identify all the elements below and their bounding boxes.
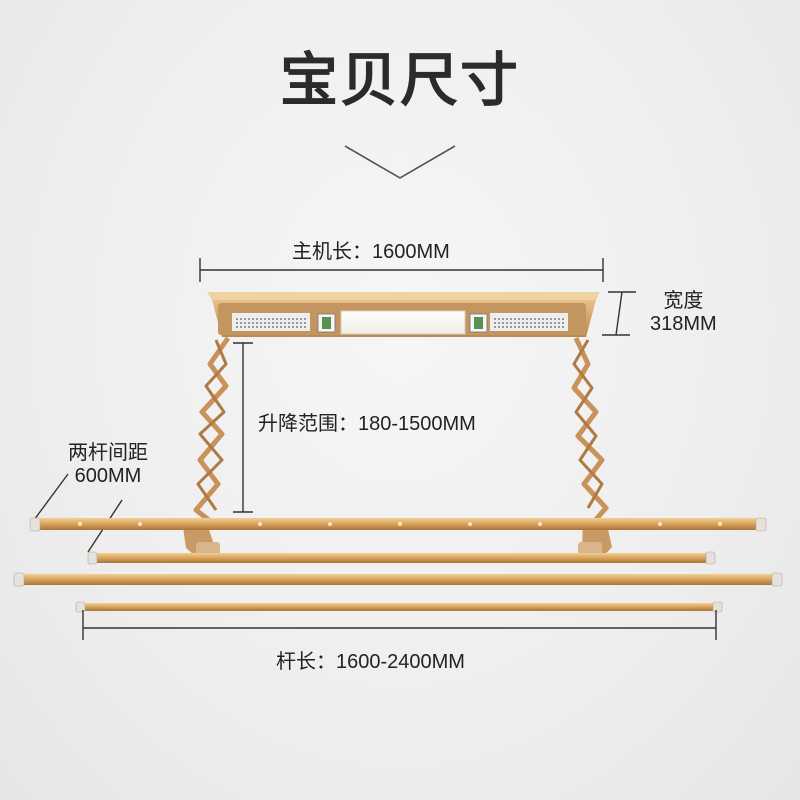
lift-range-dimension	[233, 342, 253, 513]
width-label-value: 318MM	[650, 313, 717, 335]
chevron-down-icon	[344, 145, 456, 179]
width-label-title: 宽度	[663, 290, 704, 312]
width-label: 宽度 318MM	[650, 290, 717, 336]
drying-poles	[13, 517, 783, 613]
pole-length-dimension	[82, 610, 717, 640]
pole-spacing-label-value: 600MM	[74, 465, 142, 487]
page-title: 宝贝尺寸	[279, 48, 520, 113]
host-length-label: 主机长：1600MM	[292, 241, 450, 263]
width-dimension	[602, 291, 636, 336]
host-unit	[207, 292, 600, 337]
pole-spacing-label-title: 两杆间距	[68, 442, 148, 464]
left-scissor-arm	[193, 336, 231, 526]
pole-spacing-label: 两杆间距 600MM	[68, 442, 148, 488]
host-length-dimension	[199, 258, 604, 282]
pole-length-label: 杆长：1600-2400MM	[276, 651, 465, 673]
right-scissor-arm	[571, 336, 609, 528]
lift-range-label: 升降范围：180-1500MM	[258, 413, 476, 435]
